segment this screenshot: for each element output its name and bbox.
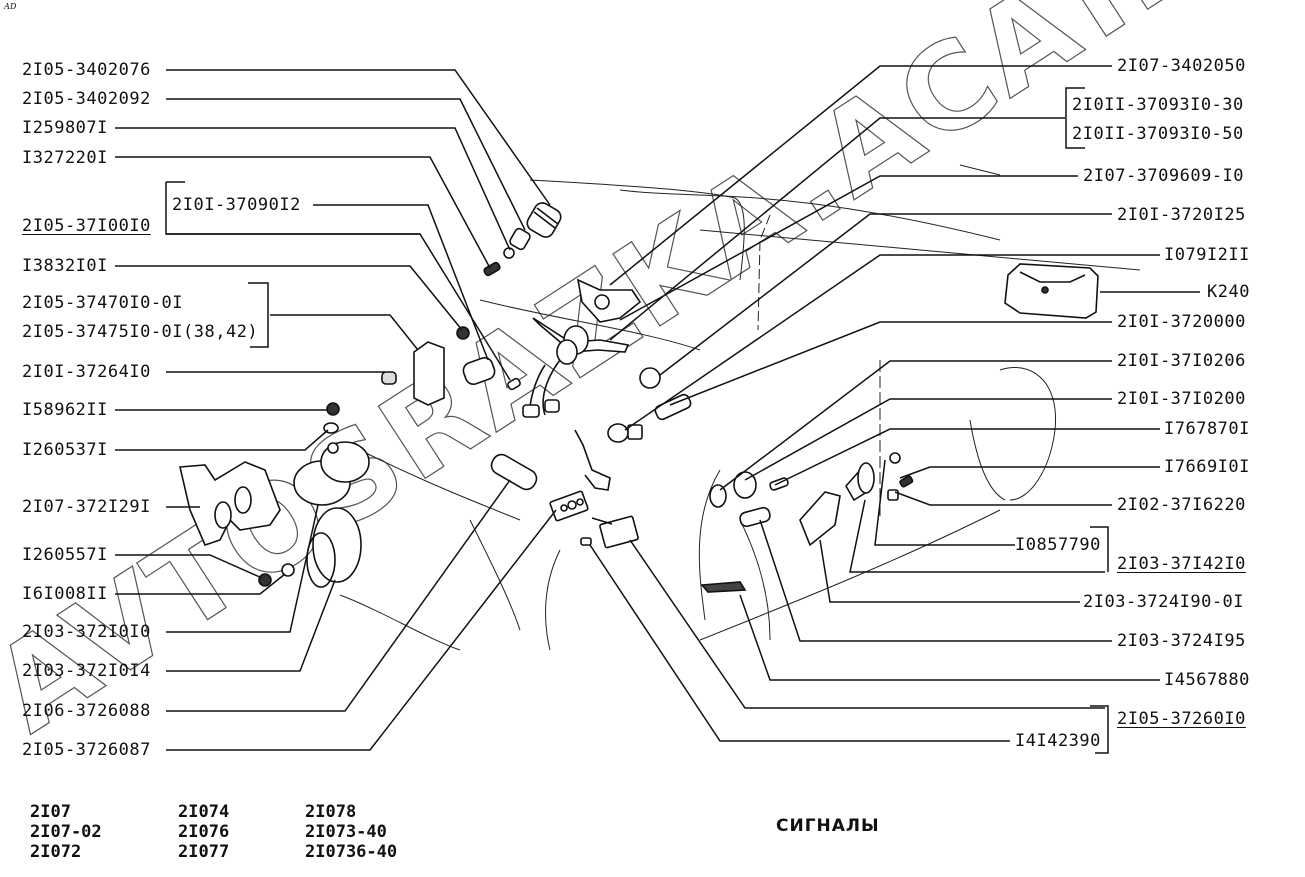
part-label-1259807: I259807I xyxy=(22,118,108,138)
part-label-1260537: I260537I xyxy=(22,440,108,460)
part-label-2106-3726088: 2I06-3726088 xyxy=(22,701,151,721)
part-label-2105-3747010-01: 2I05-37470I0-0I xyxy=(22,293,184,313)
nut-upper xyxy=(326,402,340,416)
model-list-col-2: 2I074 2I076 2I077 xyxy=(178,802,229,862)
model-code: 2I07 xyxy=(30,802,71,822)
model-code: 2I073-40 xyxy=(305,822,387,842)
model-code: 2I0736-40 xyxy=(305,842,398,862)
nut-lower-b xyxy=(281,563,295,577)
part-label-2103-3724190-01: 2I03-3724I90-0I xyxy=(1083,592,1245,612)
part-label-1414239: I4I42390 xyxy=(1015,731,1101,751)
bolt-part xyxy=(381,371,397,385)
elbow-part xyxy=(739,506,771,528)
group-label-2103-3714210: 2I03-37I42I0 xyxy=(1117,554,1246,574)
gasket-part xyxy=(709,484,727,508)
part-label-1610081: I6I008II xyxy=(22,584,108,604)
horn-diaphragm xyxy=(312,507,362,583)
part-label-2103-3721010: 2I03-372I0I0 xyxy=(22,622,151,642)
part-label-2107-3402050: 2I07-3402050 xyxy=(1117,56,1246,76)
model-code: 2I078 xyxy=(305,802,357,822)
part-label-2107-3709609-10: 2I07-3709609-I0 xyxy=(1083,166,1245,186)
part-label-2107-3721291: 2I07-372I29I xyxy=(22,497,151,517)
part-label-2101-3709012: 2I0I-37090I2 xyxy=(172,195,301,215)
part-label-2103-3721014: 2I03-372I0I4 xyxy=(22,661,151,681)
part-label-1085779: I0857790 xyxy=(1015,535,1101,555)
leader-lines xyxy=(115,65,1200,754)
model-list-col-1: 2I07 2I07-02 2I072 xyxy=(30,802,102,862)
model-code: 2I072 xyxy=(30,842,82,862)
part-label-2101-3726410: 2I0I-37264I0 xyxy=(22,362,151,382)
part-label-1456788: I4567880 xyxy=(1164,670,1250,690)
part-label-1079121: I079I2II xyxy=(1164,245,1250,265)
part-label-1589621: I58962II xyxy=(22,400,108,420)
model-code: 2I077 xyxy=(178,842,230,862)
lamp-socket xyxy=(799,491,841,547)
part-label-2103-3724195: 2I03-3724I95 xyxy=(1117,631,1246,651)
socket-part xyxy=(639,367,661,389)
screw-part xyxy=(483,261,501,277)
cylinder-part xyxy=(490,453,538,491)
lever-part xyxy=(574,429,611,491)
part-label-2101-3720000: 2I0I-3720000 xyxy=(1117,312,1246,332)
part-label-2105-3726087: 2I05-3726087 xyxy=(22,740,151,760)
part-label-k240: K240 xyxy=(1207,282,1250,302)
harness-piece xyxy=(700,581,747,593)
part-label-2101-3710200: 2I0I-37I0200 xyxy=(1117,389,1246,409)
nut-part xyxy=(456,326,470,340)
group-label-2105-3726010: 2I05-37260I0 xyxy=(1117,709,1246,729)
model-list-col-3: 2I078 2I073-40 2I0736-40 xyxy=(305,802,397,862)
bulb-holder xyxy=(733,471,757,499)
switch-part xyxy=(462,356,496,386)
spring-part xyxy=(526,202,562,238)
part-label-2105-3402076: 2I05-3402076 xyxy=(22,60,151,80)
screw-head xyxy=(889,452,901,464)
part-label-2102-3716220: 2I02-37I6220 xyxy=(1117,495,1246,515)
instrument-cluster xyxy=(1004,263,1099,319)
horn-bracket xyxy=(179,461,281,546)
sleeve-part xyxy=(509,227,531,251)
corner-mark: АD xyxy=(4,2,17,11)
part-label-2105-3402092: 2I05-3402092 xyxy=(22,89,151,109)
part-label-1383210: I3832I0I xyxy=(22,256,108,276)
part-label-1260557: I260557I xyxy=(22,545,108,565)
connector-part xyxy=(607,423,643,443)
diagram-title: СИГНАЛЫ xyxy=(776,816,880,836)
parts xyxy=(179,202,1099,593)
part-label-1766910: I7669I0I xyxy=(1164,457,1250,477)
model-code: 2I074 xyxy=(178,802,230,822)
model-code: 2I076 xyxy=(178,822,230,842)
relay-part xyxy=(413,341,445,406)
part-label-21011-3709310-30: 2I0II-37093I0-30 xyxy=(1072,95,1244,115)
part-label-21011-3709310-50: 2I0II-37093I0-50 xyxy=(1072,124,1244,144)
model-code: 2I07-02 xyxy=(30,822,102,842)
part-label-2101-3720125: 2I0I-3720I25 xyxy=(1117,205,1246,225)
group-label-2105-3710010: 2I05-37I00I0 xyxy=(22,216,151,236)
small-bulb xyxy=(580,537,592,546)
nut-lower-a xyxy=(258,573,272,587)
part-label-2105-3747510-01: 2I05-37475I0-0I(38,42) xyxy=(22,322,259,342)
part-label-2101-3710206: 2I0I-37I0206 xyxy=(1117,351,1246,371)
lamp-housing xyxy=(599,515,639,549)
part-label-1327220: I327220I xyxy=(22,148,108,168)
part-label-1767870: I767870I xyxy=(1164,419,1250,439)
